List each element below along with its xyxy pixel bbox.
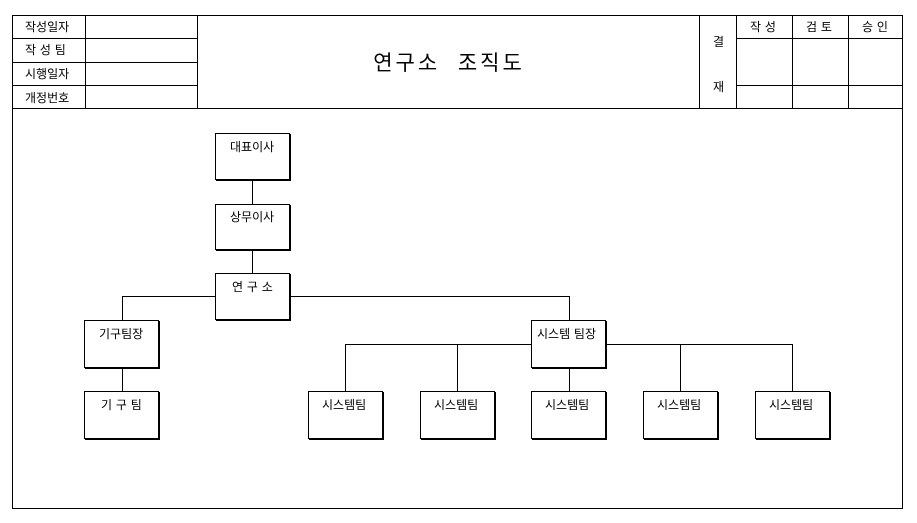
org-box-mech-team-lead: 기구팀장: [84, 320, 159, 368]
field-row-divider: [12, 85, 198, 86]
org-box-lab-label: 연 구 소: [232, 280, 273, 294]
org-box-system-team: 시스템팀: [755, 391, 830, 439]
field-label-author-team: 작 성 팀: [25, 43, 66, 57]
org-box-lab: 연 구 소: [215, 273, 290, 320]
org-box-system-team-label: 시스템팀: [545, 398, 590, 412]
org-box-system-team-lead: 시스템 팀장: [531, 320, 606, 368]
header-divider: [12, 108, 903, 109]
org-box-system-team: 시스템팀: [643, 391, 718, 439]
connector-system-team-1: [345, 344, 346, 391]
document-title: 연구소 조직도: [373, 51, 525, 75]
org-box-mech-team: 기 구 팀: [84, 391, 159, 439]
org-box-system-team-label: 시스템팀: [322, 398, 367, 412]
connector-system-team-3: [569, 368, 570, 391]
org-box-system-team-label: 시스템팀: [434, 398, 479, 412]
org-box-managing-director: 상무이사: [215, 204, 290, 250]
org-box-system-team: 시스템팀: [531, 391, 606, 439]
org-box-system-team-lead-label: 시스템 팀장: [537, 327, 597, 341]
org-box-system-team: 시스템팀: [420, 391, 495, 439]
approval-col-review: 검 토: [806, 20, 832, 34]
org-box-ceo-label: 대표이사: [230, 140, 275, 154]
connector-system-team-4: [680, 344, 681, 391]
field-label-created-date: 작성일자: [25, 20, 70, 34]
document-frame: [12, 15, 903, 509]
org-box-mech-team-label: 기 구 팀: [101, 398, 142, 412]
approval-column-divider: [792, 15, 793, 109]
approval-label-top: 결: [712, 35, 725, 49]
connector-md-lab: [252, 250, 253, 273]
approval-date-divider: [736, 85, 903, 86]
connector-ceo-md: [252, 180, 253, 204]
org-box-ceo: 대표이사: [215, 133, 290, 180]
org-box-system-team: 시스템팀: [308, 391, 383, 439]
connector-system-team-5: [792, 344, 793, 391]
connector-mech-lead-team: [122, 368, 123, 391]
field-label-effective-date: 시행일자: [25, 67, 70, 81]
connector-to-mech-lead: [122, 296, 123, 320]
approval-column-divider: [848, 15, 849, 109]
org-box-managing-director-label: 상무이사: [230, 210, 275, 224]
approval-left-border: [699, 15, 700, 109]
approval-col-approve: 승 인: [862, 20, 888, 34]
org-box-system-team-label: 시스템팀: [657, 398, 702, 412]
org-box-mech-team-lead-label: 기구팀장: [99, 327, 144, 341]
field-row-divider: [12, 38, 198, 39]
approval-label-bottom: 재: [712, 80, 725, 94]
org-box-system-team-label: 시스템팀: [769, 398, 814, 412]
approval-header-divider: [736, 38, 903, 39]
connector-to-system-lead: [569, 296, 570, 320]
approval-label-divider: [736, 15, 737, 109]
field-row-divider: [12, 62, 198, 63]
connector-lab-branches: [122, 296, 569, 297]
approval-col-author: 작 성: [750, 20, 776, 34]
connector-system-team-2: [457, 344, 458, 391]
field-label-revision-number: 개정번호: [25, 91, 70, 105]
